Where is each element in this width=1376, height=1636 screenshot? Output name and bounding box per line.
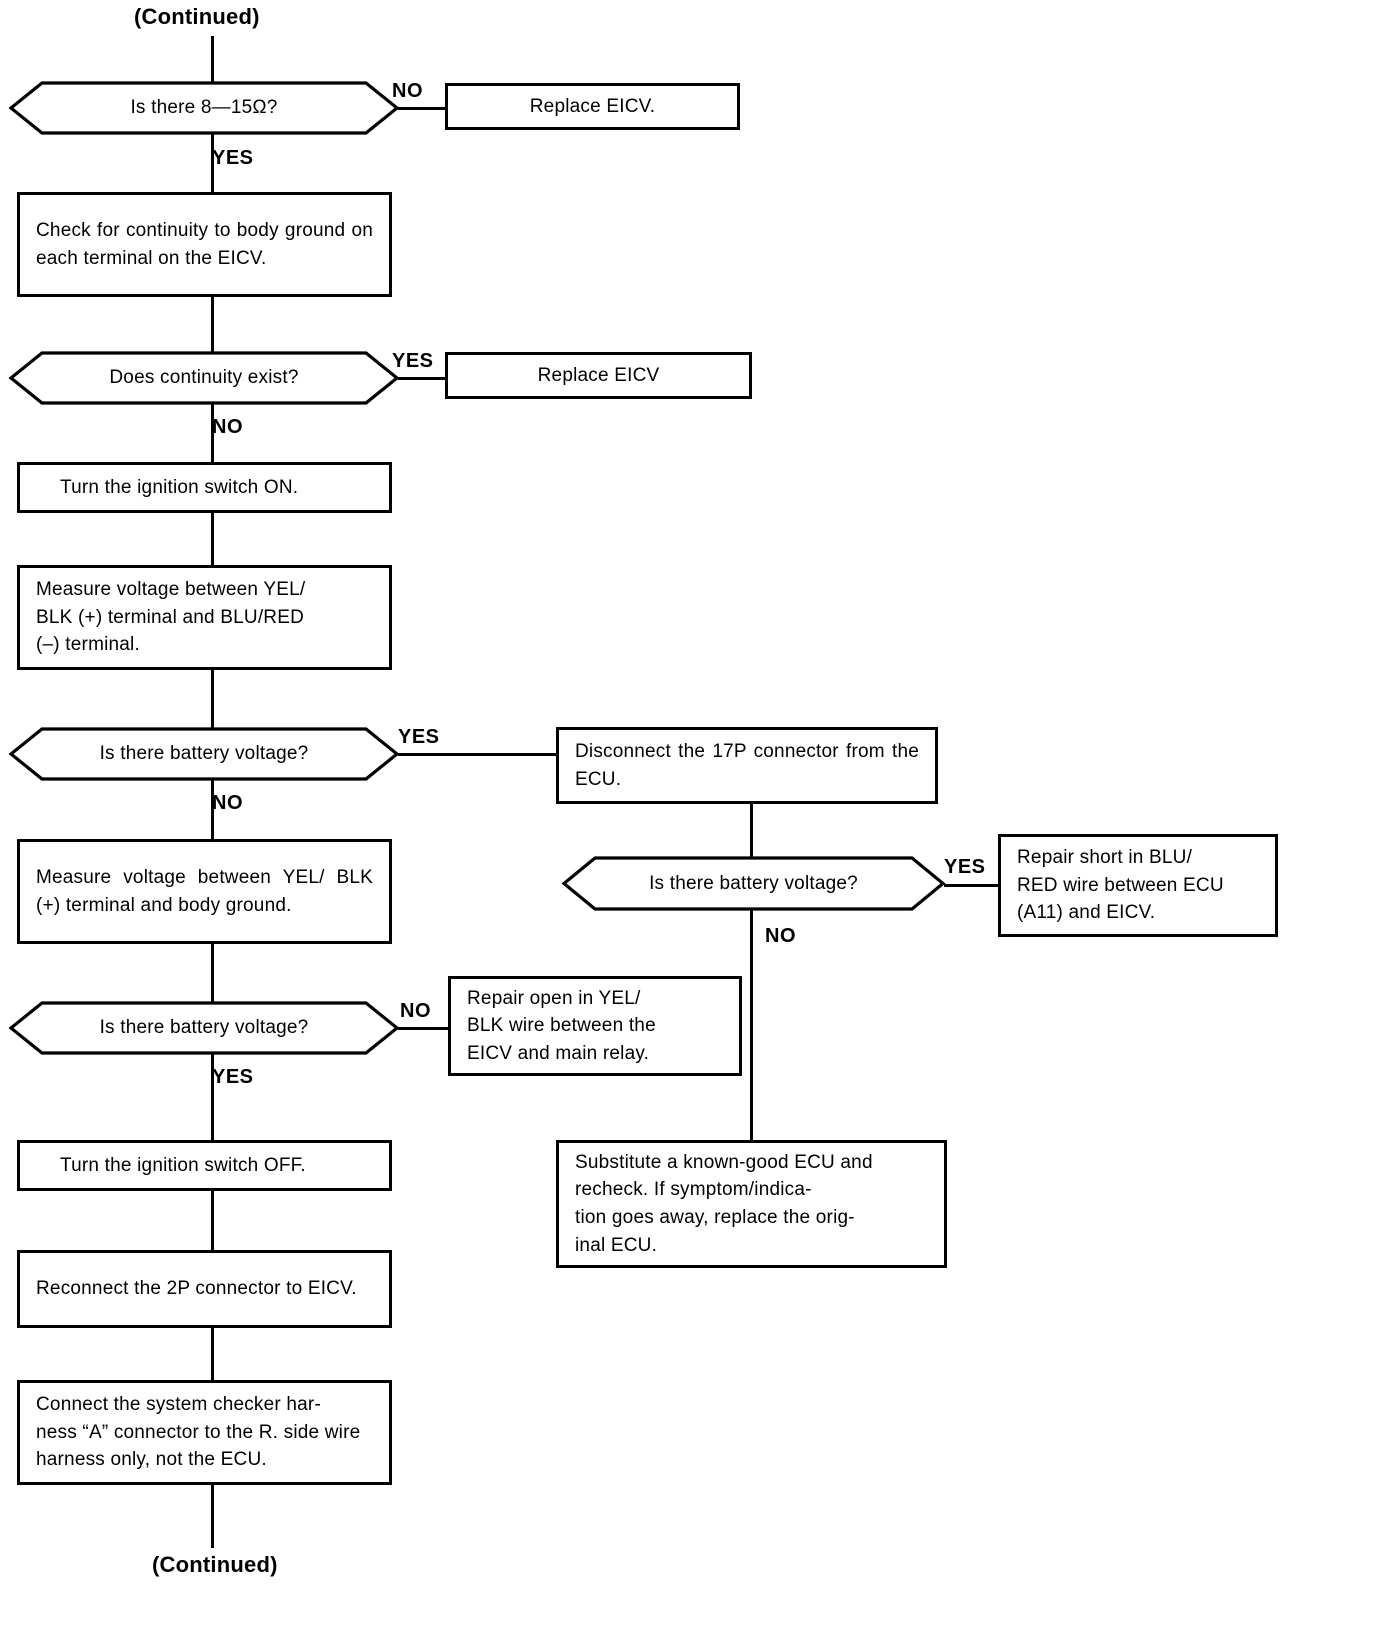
action-label: Substitute a known-good ECU and recheck.… <box>575 1151 873 1256</box>
connector-d1-yes <box>211 134 214 194</box>
connector-p6-to-p7 <box>211 1326 214 1382</box>
decision-label: Does continuity exist? <box>109 367 299 388</box>
branch-label-d5-yes: YES <box>212 1066 254 1088</box>
action-label: Repair open in YEL/ BLK wire between the… <box>467 987 656 1064</box>
decision-battery-voltage-2[interactable]: Is there battery voltage? <box>8 1000 400 1056</box>
hexagon-shape <box>8 81 400 135</box>
action-label: Repair short in BLU/ RED wire between EC… <box>1017 847 1224 924</box>
connector-p4-to-d5 <box>211 942 214 1002</box>
connector-d2-no <box>211 404 214 464</box>
process-check-continuity[interactable]: Check for continuity to body ground on e… <box>17 192 392 297</box>
connector-r1-to-d4 <box>750 802 753 857</box>
branch-label-d2-no: NO <box>212 416 243 438</box>
connector-p3-to-d3 <box>211 668 214 728</box>
hexagon-shape <box>8 351 400 405</box>
branch-label-d1-no: NO <box>392 80 423 102</box>
process-label: Check for continuity to body ground on e… <box>36 219 373 269</box>
decision-label: Is there battery voltage? <box>649 872 858 894</box>
process-label: Connect the system checker har- ness “A”… <box>36 1394 361 1471</box>
connector-d1-no <box>398 107 448 110</box>
branch-label-d1-yes: YES <box>212 147 254 169</box>
branch-label-d2-yes: YES <box>392 350 434 372</box>
decision-label: Is there 8—15Ω? <box>130 97 278 118</box>
branch-label-d5-no: NO <box>400 1000 431 1022</box>
connector-p1-to-d2 <box>211 295 214 352</box>
action-label: Replace EICV. <box>529 95 656 117</box>
hexagon-shape <box>561 856 946 911</box>
process-reconnect-2p[interactable]: Reconnect the 2P connector to EICV. <box>17 1250 392 1328</box>
continued-marker-top: (Continued) <box>134 4 260 29</box>
process-label: Measure voltage between YEL/ BLK (+) ter… <box>36 579 306 656</box>
process-ignition-on[interactable]: Turn the ignition switch ON. <box>17 462 392 513</box>
process-label: Disconnect the 17P connector from the EC… <box>575 740 919 790</box>
branch-label-d3-yes: YES <box>398 726 440 748</box>
process-label: Measure voltage between YEL/ BLK (+) ter… <box>36 866 373 916</box>
hexagon-shape <box>8 1001 400 1055</box>
decision-continuity-exists[interactable]: Does continuity exist? <box>8 350 400 406</box>
connector-p5-to-p6 <box>211 1189 214 1252</box>
action-replace-eicv-2[interactable]: Replace EICV <box>445 352 752 399</box>
decision-battery-voltage-1[interactable]: Is there battery voltage? <box>8 726 400 782</box>
process-measure-voltage-blu-red[interactable]: Measure voltage between YEL/ BLK (+) ter… <box>17 565 392 670</box>
hexagon-shape <box>8 727 400 781</box>
process-ignition-off[interactable]: Turn the ignition switch OFF. <box>17 1140 392 1191</box>
connector-d5-yes <box>211 1054 214 1142</box>
action-replace-eicv-1[interactable]: Replace EICV. <box>445 83 740 130</box>
decision-label: Is there battery voltage? <box>99 1017 309 1038</box>
process-label: Turn the ignition switch ON. <box>60 476 299 498</box>
connector-d3-no <box>211 780 214 841</box>
action-repair-open-yel-blk[interactable]: Repair open in YEL/ BLK wire between the… <box>448 976 742 1076</box>
process-label: Turn the ignition switch OFF. <box>60 1154 306 1176</box>
connector-p7-to-bottom <box>211 1483 214 1548</box>
decision-label: Is there battery voltage? <box>99 743 309 764</box>
process-label: Reconnect the 2P connector to EICV. <box>36 1278 357 1300</box>
action-substitute-ecu[interactable]: Substitute a known-good ECU and recheck.… <box>556 1140 947 1268</box>
process-measure-voltage-body-ground[interactable]: Measure voltage between YEL/ BLK (+) ter… <box>17 839 392 944</box>
connector-d2-yes <box>398 377 448 380</box>
decision-resistance-range[interactable]: Is there 8—15Ω? <box>8 80 400 136</box>
connector-d4-yes <box>944 884 1000 887</box>
connector-d5-no <box>398 1027 450 1030</box>
connector-d4-no <box>750 910 753 1142</box>
process-connect-checker-harness[interactable]: Connect the system checker har- ness “A”… <box>17 1380 392 1485</box>
connector-top-to-d1 <box>211 36 214 86</box>
branch-label-d3-no: NO <box>212 792 243 814</box>
connector-d3-yes <box>398 753 558 756</box>
action-label: Replace EICV <box>537 364 660 386</box>
process-disconnect-17p[interactable]: Disconnect the 17P connector from the EC… <box>556 727 938 804</box>
branch-label-d4-yes: YES <box>944 856 986 878</box>
branch-label-d4-no: NO <box>765 925 796 947</box>
action-repair-short-blu-red[interactable]: Repair short in BLU/ RED wire between EC… <box>998 834 1278 937</box>
decision-battery-voltage-ecu[interactable]: Is there battery voltage? <box>561 855 946 912</box>
connector-p2-to-p3 <box>211 511 214 567</box>
continued-marker-bottom: (Continued) <box>152 1552 278 1577</box>
